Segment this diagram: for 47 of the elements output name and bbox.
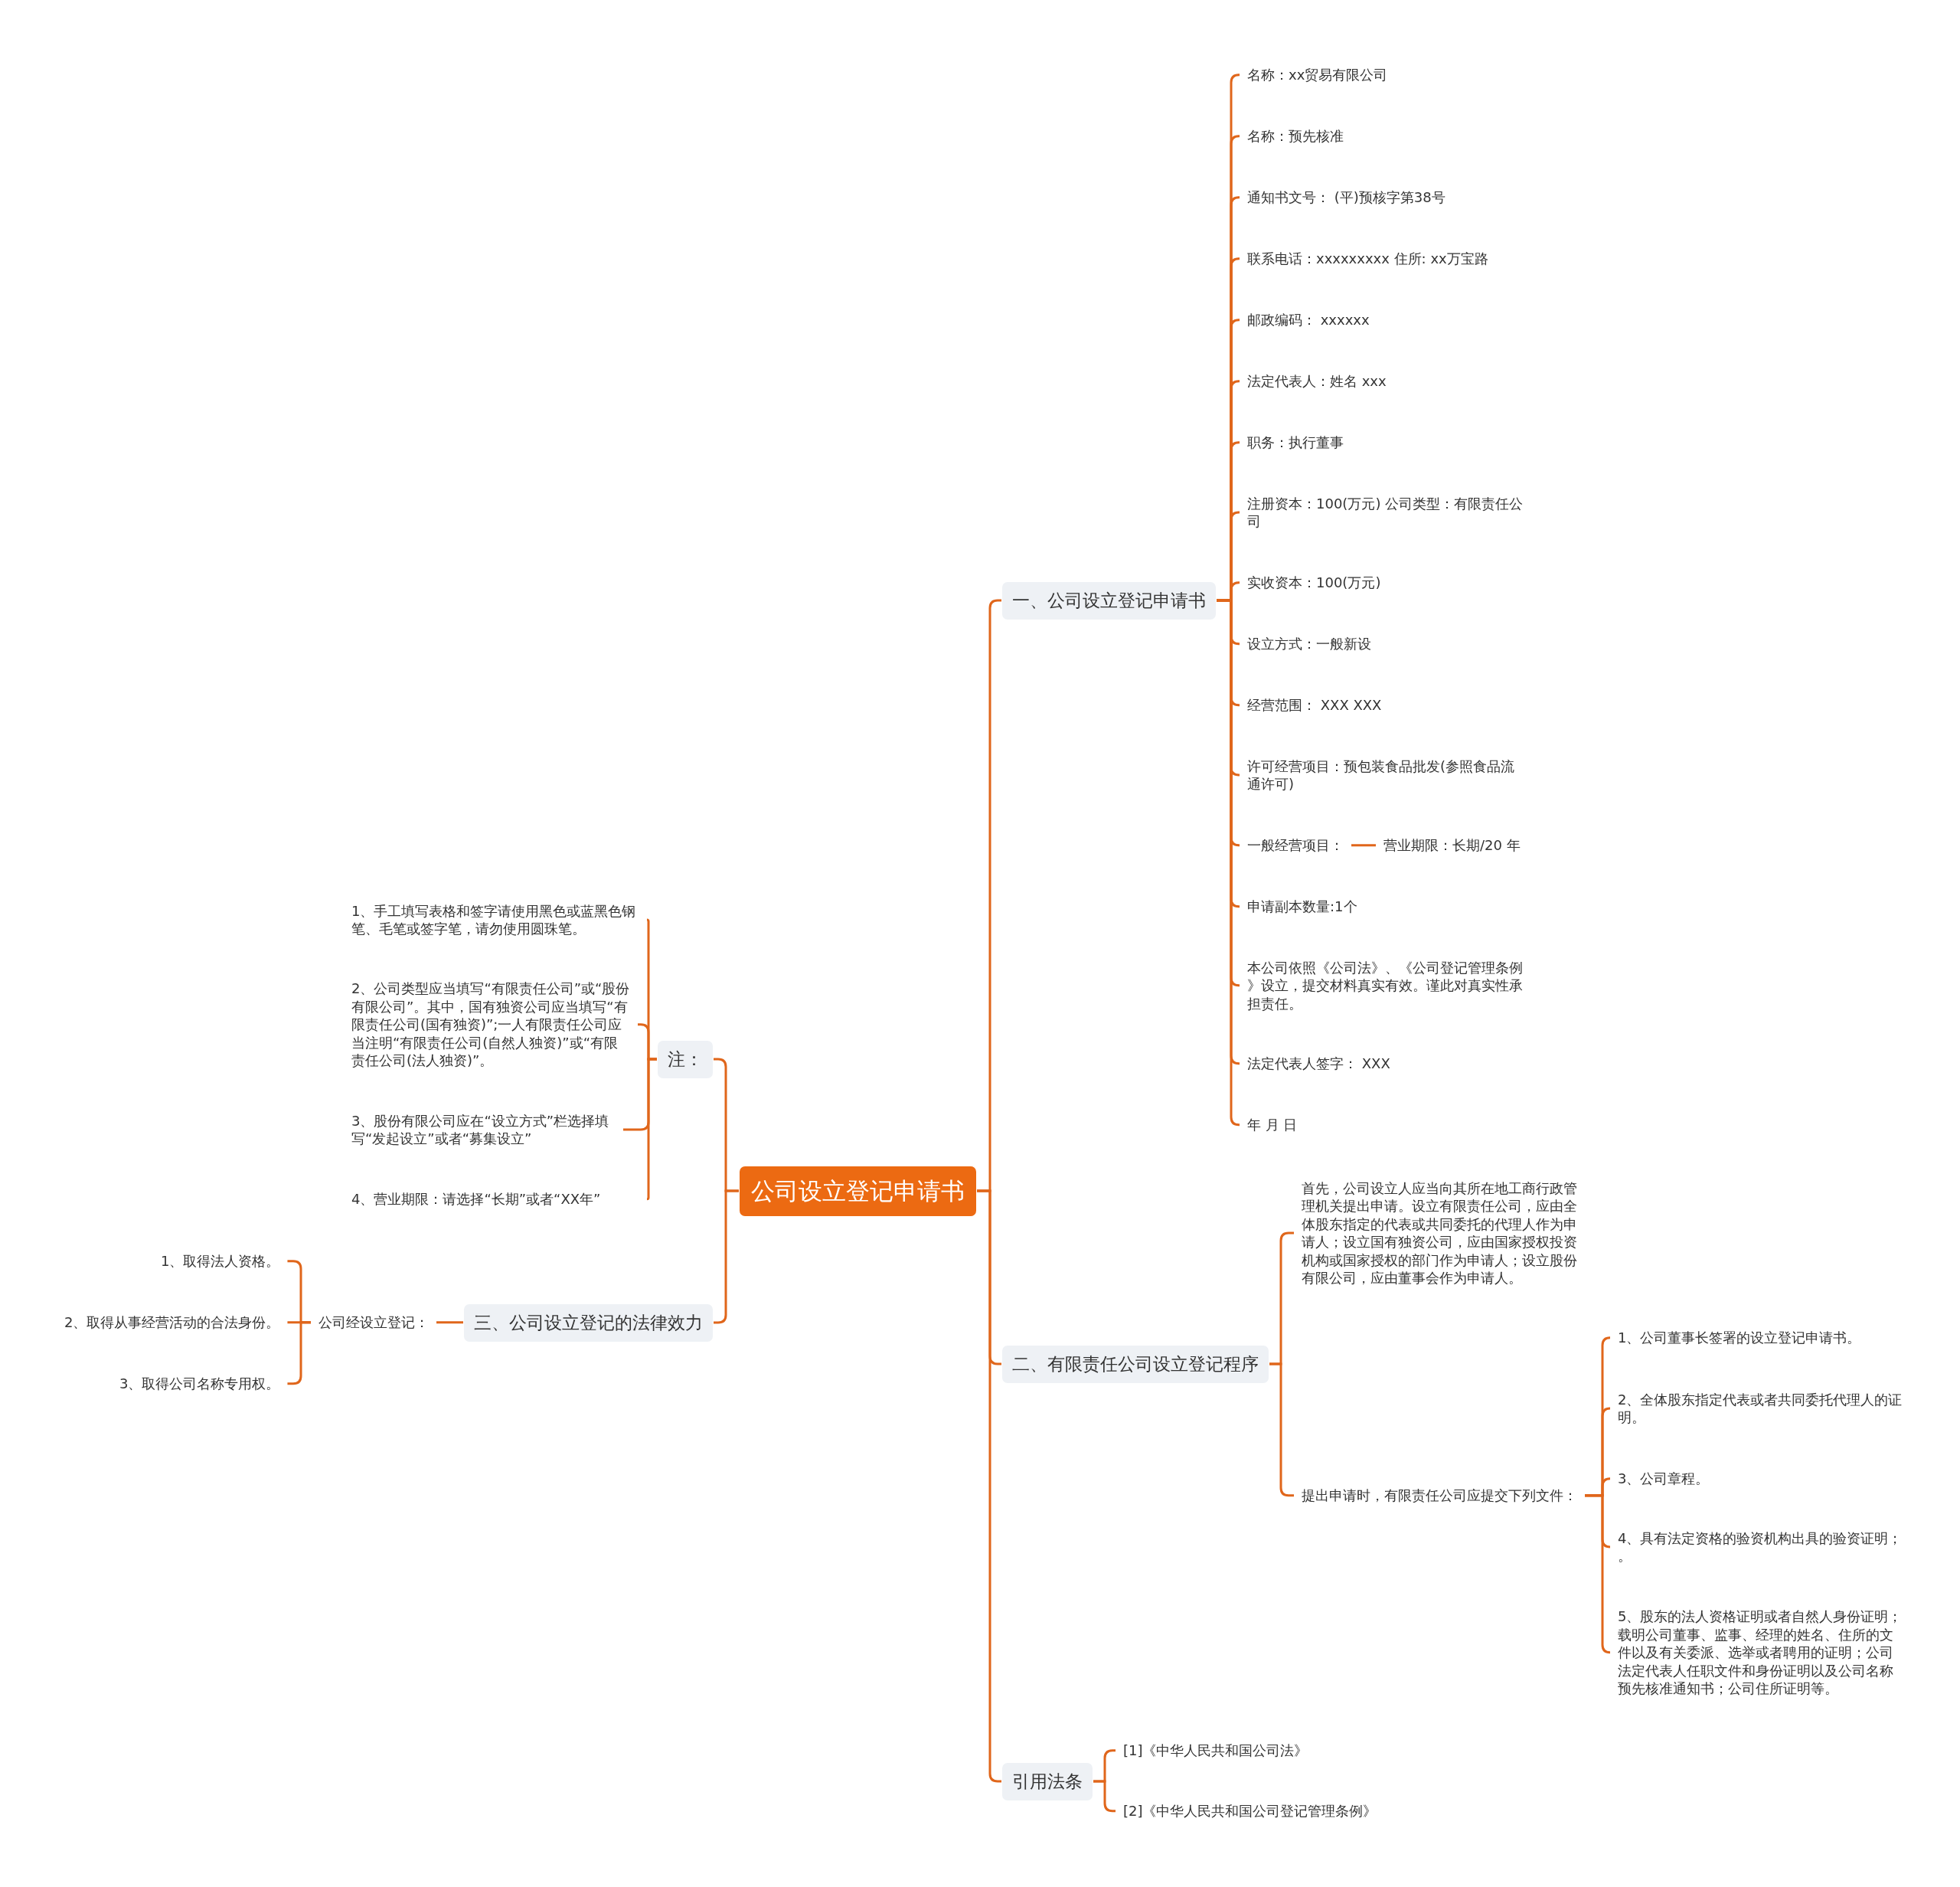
topic-text: 公司经设立登记： — [318, 1313, 429, 1332]
topic-text: 一般经营项目： — [1247, 836, 1344, 855]
topic-text: 3、股份有限公司应在“设立方式”栏选择填写“发起设立”或者“募集设立” — [351, 1111, 616, 1148]
topic-text: 设立方式：一般新设 — [1247, 635, 1535, 653]
topic-text: 联系电话：xxxxxxxxx 住所: xx万宝路 — [1247, 250, 1535, 268]
topic-text: 1、手工填写表格和签字请使用黑色或蓝黑色钢笔、毛笔或签字笔，请勿使用圆珠笔。 — [351, 901, 639, 938]
topic-text: 本公司依照《公司法》、《公司登记管理条例》设立，提交材料真实有效。谨此对真实性承担责任。 — [1247, 958, 1526, 1012]
topic-text: 提出申请时，有限责任公司应提交下列文件： — [1302, 1486, 1577, 1505]
topic-text: 名称：xx贸易有限公司 — [1247, 66, 1535, 84]
topic-text: 经营范围： XXX XXX — [1247, 696, 1535, 715]
topic-text: 邮政编码： xxxxxx — [1247, 311, 1535, 329]
topic-text: 1、公司董事长签署的设立登记申请书。 — [1618, 1329, 1906, 1347]
topic-text: 4、具有法定资格的验资机构出具的验资证明；。 — [1618, 1529, 1906, 1565]
connector-line — [714, 1189, 739, 1324]
topic-text: 许可经营项目：预包装食品批发(参照食品流通许可) — [1247, 757, 1520, 793]
topic-box: 引用法条 — [1002, 1762, 1093, 1800]
connector-line — [1585, 1494, 1612, 1654]
topic-text: 年 月 日 — [1247, 1116, 1535, 1134]
topic-text: 实收资本：100(万元) — [1247, 574, 1535, 592]
topic-text: 2、取得从事经营活动的合法身份。 — [64, 1313, 280, 1332]
topic-text: 2、公司类型应当填写“有限责任公司”或“股份有限公司”。其中，国有独资公司应当填写“有限责任公司(国有独资)”;一人有限责任公司应当注明“有限责任公司(自然人独资)”或“有限责任公司(法人独资)”。 — [351, 979, 630, 1070]
topic-text: 2、全体股东指定代表或者共同委托代理人的证明。 — [1618, 1390, 1906, 1427]
topic-text: 名称：预先核准 — [1247, 127, 1535, 146]
topic-text: 5、股东的法人资格证明或者自然人身份证明；载明公司董事、监事、经理的姓名、住所的文件以及有关委派、选举或者聘用的证明；公司法定代表人任职文件和身份证明以及公司名称预先核准通知书；公司住所证明等。 — [1618, 1607, 1906, 1698]
connector-line — [436, 1321, 463, 1324]
topic-text: 3、公司章程。 — [1618, 1470, 1906, 1488]
topic-text: 1、取得法人资格。 — [161, 1252, 280, 1271]
topic-box: 一、公司设立登记申请书 — [1002, 581, 1216, 620]
connector-line — [1093, 1780, 1116, 1813]
topic-box: 三、公司设立登记的法律效力 — [464, 1303, 713, 1342]
topic-text: [1]《中华人民共和国公司法》 — [1123, 1741, 1308, 1760]
topic-text: 营业期限：长期/20 年 — [1383, 836, 1521, 855]
connector-line — [645, 1058, 657, 1201]
central-topic-box: 公司设立登记申请书 — [740, 1166, 976, 1216]
topic-text: 通知书文号： (平)预核字第38号 — [1247, 188, 1535, 207]
topic-text: 法定代表人：姓名 xxx — [1247, 372, 1535, 391]
topic-text: 4、营业期限：请选择“长期”或者“XX年” — [351, 1190, 639, 1208]
topic-box: 二、有限责任公司设立登记程序 — [1002, 1345, 1269, 1383]
connector-line — [1351, 844, 1376, 847]
topic-text: 申请副本数量:1个 — [1247, 898, 1535, 916]
topic-box: 注： — [658, 1040, 713, 1078]
topic-text: 法定代表人签字： XXX — [1247, 1055, 1535, 1073]
topic-text: [2]《中华人民共和国公司登记管理条例》 — [1123, 1802, 1377, 1820]
topic-text: 首先，公司设立人应当向其所在地工商行政管理机关提出申请。设立有限责任公司，应由全体股东指定的代表或共同委托的代理人作为申请人；设立国有独资公司，应由国家授权投资机构或国家授权的部门作为申请人；设立股份有限公司，应由董事会作为申请人。 — [1302, 1179, 1589, 1287]
topic-text: 注册资本：100(万元) 公司类型：有限责任公司 — [1247, 494, 1526, 531]
topic-text: 职务：执行董事 — [1247, 433, 1535, 452]
topic-text: 3、取得公司名称专用权。 — [119, 1375, 280, 1393]
